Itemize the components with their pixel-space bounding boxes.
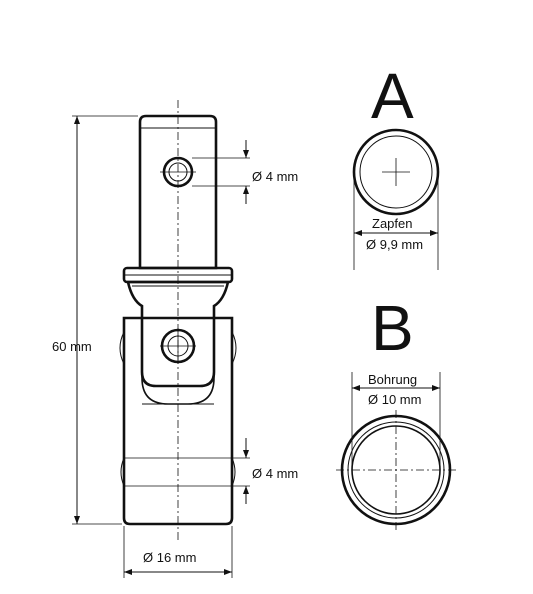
- bore-end-view: [336, 410, 456, 530]
- bottom-hole-dimension: [232, 438, 250, 504]
- top-hole-label: Ø 4 mm: [252, 169, 298, 184]
- width-dimension: [123, 526, 233, 578]
- joint-side-view: [119, 100, 237, 540]
- lower-housing: [122, 316, 234, 526]
- view-b-letter: B: [371, 292, 414, 364]
- pin-diameter-label: Ø 9,9 mm: [366, 237, 423, 252]
- pin-end-view: [352, 128, 440, 216]
- top-shaft: [138, 114, 218, 270]
- top-hole-dimension: [192, 140, 250, 204]
- bottom-hole-label: Ø 4 mm: [252, 466, 298, 481]
- top-hole: [160, 156, 196, 188]
- length-dimension: [72, 115, 138, 525]
- bore-diameter-label: Ø 10 mm: [368, 392, 421, 407]
- upper-yoke: [126, 280, 230, 388]
- left-pin-boss: [119, 331, 125, 365]
- bore-name-label: Bohrung: [368, 372, 417, 387]
- bottom-hole: [120, 457, 236, 487]
- cross-pin: [160, 328, 196, 364]
- pin-name-label: Zapfen: [372, 216, 412, 231]
- length-label: 60 mm: [52, 339, 92, 354]
- bore-dimension: [351, 372, 441, 470]
- pin-dimension: [353, 172, 439, 270]
- view-a-letter: A: [371, 60, 414, 132]
- width-label: Ø 16 mm: [143, 550, 196, 565]
- right-pin-boss: [231, 331, 237, 365]
